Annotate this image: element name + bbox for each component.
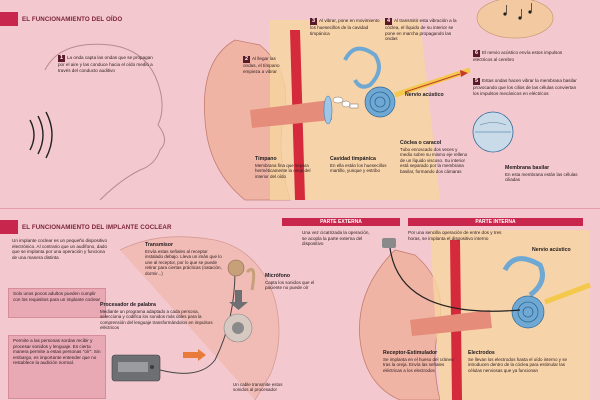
nervio-label-bottom: Nervio acústico: [532, 247, 571, 253]
inner-ear-shape: [343, 46, 396, 118]
microfono-label: Micrófono: [265, 273, 291, 279]
skull-region-2: [430, 230, 590, 400]
transmisor-label: Transmisor: [145, 242, 173, 248]
section1-accent-bar: [0, 12, 18, 26]
note2-text: Permite a las personas sordas recibir y …: [13, 338, 101, 366]
receptor-label: Receptor-Estimulador: [383, 350, 438, 356]
head-profile-outline: [44, 43, 165, 201]
microphone-hook: [245, 267, 256, 291]
section2-title: EL FUNCIONAMIENTO DEL IMPLANTE COCLEAR: [22, 224, 172, 231]
acoustic-nerve-2: [544, 282, 591, 305]
membrana-desc: En esta membrana están las células cilia…: [505, 172, 578, 183]
section1-title: EL FUNCIONAMIENTO DEL OÍDO: [22, 16, 123, 23]
signal-arrow-line: [404, 73, 461, 93]
procesador-label: Procesador de palabra: [100, 302, 156, 308]
timpano-desc: Membrana fina que separa herméticamente …: [255, 163, 311, 179]
down-arrow-icon: [229, 290, 248, 310]
cochlea-spiral: [369, 91, 391, 113]
transmitter-device: [227, 259, 245, 277]
external-receiver-device: [382, 238, 396, 248]
procesador-desc: Mediante un programa adaptado a cada per…: [100, 309, 213, 331]
coclea-label: Cóclea o caracol: [400, 140, 442, 146]
electrode-wire: [389, 247, 521, 312]
implant-illustration: [111, 230, 591, 400]
note-box-1: [8, 288, 106, 318]
ossicles-shape: [332, 96, 359, 109]
processor-panel: [118, 362, 148, 372]
cable-shape: [159, 269, 236, 374]
cavidad-label: Cavidad timpánica: [330, 156, 376, 162]
ear-canal-2: [410, 310, 492, 336]
inner-ear-shape-2: [502, 256, 545, 329]
microfono-desc: Capta los sonidos que el paciente no pue…: [265, 280, 315, 291]
receptor-desc: Se implanta en el hueso del cráneo tras …: [383, 357, 454, 373]
section-divider: [0, 208, 600, 209]
parte-externa-pill: PARTE EXTERNA: [282, 218, 400, 226]
cavidad-desc: En ella están los huesecillos martillo, …: [330, 163, 387, 174]
ear-anatomy-illustration: [29, 0, 554, 201]
coclea-desc: Tubo enroscado dos veces y medio sobre s…: [400, 147, 468, 174]
parte-interna-pill: PARTE INTERNA: [408, 218, 583, 226]
brain-shape: [476, 0, 554, 39]
sound-waves-icon: [29, 111, 53, 159]
section2-accent-bar: [0, 220, 18, 234]
eardrum-shape: [323, 95, 333, 125]
signal-arrow-head: [460, 70, 468, 77]
interna-desc: Por una sencilla operación de entre dos …: [408, 230, 502, 241]
electrodos-label: Electrodos: [468, 350, 495, 356]
electrodos-desc: Se llevan los electrodos hasta el oído i…: [468, 357, 568, 373]
note-box-2: [8, 335, 106, 399]
music-notes-icon: [503, 3, 532, 20]
orange-arrow-icon: [183, 349, 206, 361]
externa-desc: Una vez cicatrizada la operación, se aco…: [302, 230, 370, 247]
nervio-label-top: Nervio acústico: [405, 92, 444, 98]
transmisor-desc: Envía estas señales al receptor instalad…: [145, 249, 222, 276]
cable-desc: Un cable transmite estos sonidos al proc…: [233, 382, 283, 393]
timpano-label: Tímpano: [255, 156, 277, 162]
membrana-label: Membrana basilar: [505, 165, 550, 171]
ear-canal: [250, 100, 332, 128]
head-profile-2: [119, 236, 280, 400]
implant-intro: Un implante coclear es un pequeño dispos…: [12, 238, 108, 260]
skull-region: [270, 20, 440, 200]
note1-text: Solo unos pocos adultos pueden cumplir c…: [13, 291, 101, 302]
